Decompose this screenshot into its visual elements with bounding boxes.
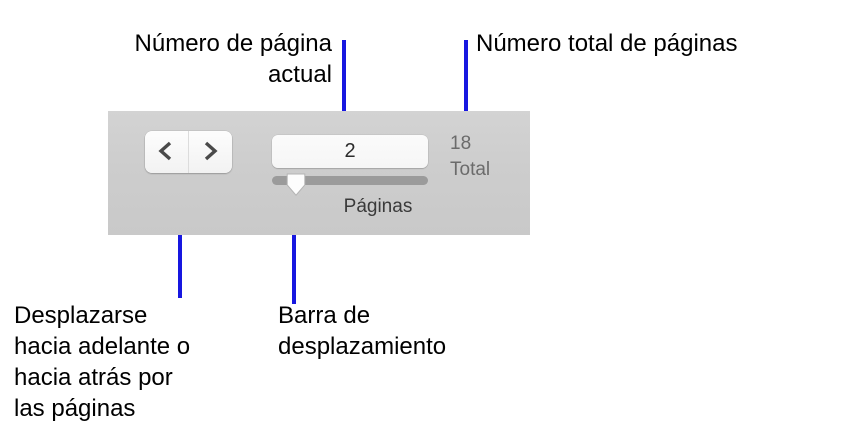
next-page-button[interactable] (189, 131, 233, 173)
leader-line-nav-stem (178, 186, 182, 298)
chevron-right-icon (200, 139, 220, 166)
chevron-left-icon (156, 139, 176, 166)
total-pages-count: 18 (450, 133, 472, 154)
leader-line-current-page (342, 40, 346, 128)
pages-label: Páginas (343, 196, 413, 217)
annotation-scrollbar: Barra de desplazamiento (278, 302, 447, 360)
page-slider-track[interactable] (272, 176, 428, 185)
annotation-current-page-number: Número de página actual (134, 30, 332, 88)
page-number-input[interactable]: 2 (272, 135, 428, 168)
previous-page-button[interactable] (145, 131, 189, 173)
page-navigation-segmented-control[interactable] (145, 131, 232, 173)
annotation-navigation-buttons: Desplazarse hacia adelante o hacia atrás… (14, 302, 191, 422)
leader-line-total-pages (464, 40, 468, 128)
leader-line-scrollbar (292, 188, 296, 304)
page-number-value: 2 (344, 140, 356, 162)
total-pages-label: Total (450, 159, 491, 180)
page-slider-thumb[interactable] (284, 172, 308, 197)
page-scroll-slider[interactable] (272, 173, 428, 196)
total-pages-readout: 18 Total (450, 131, 490, 183)
annotation-total-pages: Número total de páginas (476, 30, 738, 57)
